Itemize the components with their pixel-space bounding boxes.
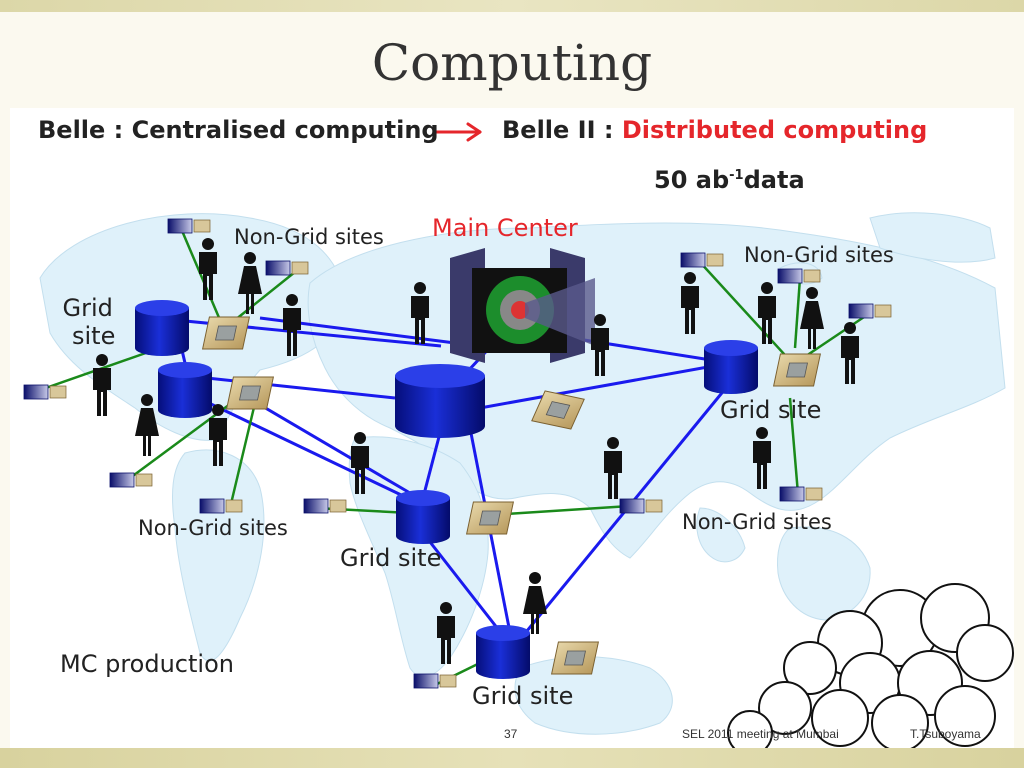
cpu-chip-icon [202, 316, 250, 350]
belle-ii-label: Belle II : Distributed computing [502, 116, 927, 144]
cloud-icon [727, 583, 1014, 748]
terminal-icon [777, 268, 821, 284]
diagram-panel: Belle : Centralised computing Belle II :… [10, 108, 1014, 748]
cpu-chip-icon [773, 353, 821, 387]
grid-site-east-label: Grid site [720, 396, 822, 424]
non-grid-sites-east-label: Non-Grid sites [744, 243, 894, 267]
non-grid-sites-southeast-label: Non-Grid sites [682, 510, 832, 534]
non-grid-sites-africa-label: Non-Grid sites [138, 516, 288, 540]
storage-grid-site-south-asia [396, 490, 450, 544]
belle-centralised-label: Belle : Centralised computing [38, 116, 439, 144]
bottom-decor-band [0, 748, 1024, 768]
distributed-computing-label: Distributed computing [621, 116, 928, 144]
terminal-icon [413, 673, 457, 689]
main-center-label: Main Center [432, 214, 578, 242]
terminal-icon [680, 252, 724, 268]
person-icon [523, 572, 547, 634]
page-number: 37 [504, 727, 518, 741]
terminal-icon [199, 498, 243, 514]
terminal-icon [109, 472, 153, 488]
footer-event: SEL 2011 meeting at Mumbai [682, 727, 839, 741]
detector-icon [450, 248, 595, 363]
cpu-chip-icon [466, 501, 514, 535]
footer-author: T.Tsuboyama [910, 727, 981, 741]
non-grid-sites-europe-label: Non-Grid sites [234, 225, 384, 249]
storage-main-center [395, 364, 485, 438]
terminal-icon [23, 384, 67, 400]
computing-network-diagram [23, 122, 1014, 748]
arrow-right-icon [433, 122, 482, 142]
cpu-chip-icon [226, 376, 274, 410]
cpu-chip-icon [551, 641, 599, 675]
terminal-icon [848, 303, 892, 319]
grid-site-australia-label: Grid site [472, 682, 574, 710]
mc-production-label: MC production [60, 650, 234, 678]
belle-ii-prefix: Belle II : [502, 116, 614, 144]
terminal-icon [779, 486, 823, 502]
data-volume-label: 50 ab-1data [654, 166, 805, 194]
storage-grid-site-europe [135, 300, 189, 356]
top-decor-band [0, 0, 1024, 12]
slide-title: Computing [371, 34, 653, 92]
terminal-icon [619, 498, 663, 514]
storage-grid-site-europe-2 [158, 362, 212, 418]
storage-grid-site-east [704, 340, 758, 394]
terminal-icon [265, 260, 309, 276]
terminal-icon [167, 218, 211, 234]
grid-site-south-asia-label: Grid site [340, 544, 442, 572]
grid-site-europe-label: Grid site [62, 294, 116, 350]
storage-grid-site-australia [476, 625, 530, 679]
terminal-icon [303, 498, 347, 514]
